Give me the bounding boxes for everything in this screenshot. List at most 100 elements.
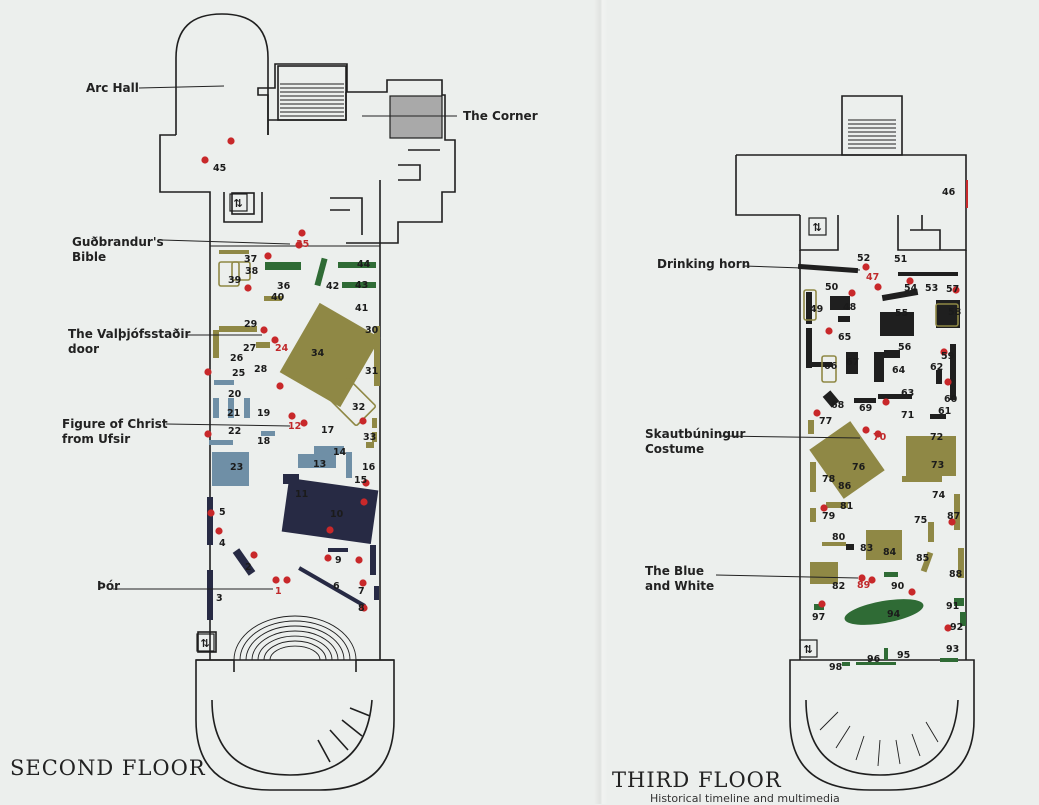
stairs-icon bbox=[848, 119, 896, 149]
exhibit-marker-icon bbox=[360, 604, 368, 612]
second_floor-exhibit-number: 2 bbox=[245, 562, 252, 573]
third_floor-exhibit-number: 50 bbox=[825, 282, 839, 293]
third_floor-exhibit-number: 65 bbox=[838, 332, 851, 343]
exhibit-case bbox=[880, 312, 914, 336]
third_floor-exhibit-number: 95 bbox=[897, 650, 910, 661]
exhibit-marker-icon bbox=[207, 509, 215, 517]
second_floor-exhibit-number: 19 bbox=[257, 408, 270, 419]
exhibit-case bbox=[298, 454, 336, 468]
exhibit-marker-icon bbox=[944, 378, 952, 386]
second_floor-exhibit-number: 5 bbox=[219, 507, 226, 518]
exhibit-marker-icon bbox=[862, 426, 870, 434]
second_floor-exhibit-number: 42 bbox=[326, 281, 339, 292]
third_floor-exhibit-number: 55 bbox=[895, 308, 908, 319]
exhibit-case bbox=[954, 494, 960, 530]
elevator-icon: ⇅ bbox=[812, 221, 821, 234]
second_floor-exhibit-number: 1 bbox=[275, 586, 282, 597]
exhibit-marker-icon bbox=[952, 286, 960, 294]
third_floor-exhibit-number: 60 bbox=[944, 394, 958, 405]
exhibit-case bbox=[960, 612, 966, 626]
exhibit-case bbox=[884, 350, 900, 358]
second_floor-exhibit-number: 22 bbox=[228, 426, 241, 437]
exhibit-case bbox=[808, 420, 814, 434]
exhibit-case bbox=[881, 288, 919, 302]
exhibit-case bbox=[830, 296, 850, 310]
exhibit-marker-icon bbox=[324, 554, 332, 562]
page-fold bbox=[594, 0, 608, 804]
second_floor-exhibit-number: 28 bbox=[254, 364, 268, 375]
exhibit-marker-icon bbox=[298, 229, 306, 237]
gudbrandurs-bible-label: Guðbrandur's bbox=[72, 235, 164, 249]
exhibit-case bbox=[298, 566, 366, 608]
third_floor-exhibit-number: 73 bbox=[931, 460, 944, 471]
second_floor-exhibit-number: 13 bbox=[313, 459, 326, 470]
exhibit-marker-icon bbox=[250, 551, 258, 559]
exhibit-case bbox=[279, 302, 381, 408]
third-floor-title: THIRD FLOOR bbox=[612, 768, 782, 792]
third_floor-exhibit-number: 66 bbox=[824, 361, 838, 372]
exhibit-case-outline bbox=[327, 377, 377, 427]
second_floor-exhibit-number: 11 bbox=[295, 489, 308, 500]
exhibit-case-outline bbox=[935, 303, 959, 327]
third_floor-exhibit-number: 56 bbox=[898, 342, 912, 353]
second_floor-exhibit-number: 23 bbox=[230, 462, 243, 473]
exhibit-marker-icon bbox=[276, 382, 284, 390]
third-floor-red-mark bbox=[966, 180, 968, 208]
exhibit-marker-icon bbox=[264, 252, 272, 260]
elevator-icon bbox=[229, 193, 248, 212]
exhibit-marker-icon bbox=[355, 556, 363, 564]
gudbrandurs-bible-label: Bible bbox=[72, 250, 106, 264]
third_floor-exhibit-number: 57 bbox=[946, 284, 959, 295]
exhibit-marker-icon bbox=[874, 283, 882, 291]
elevator-icon: ⇅ bbox=[233, 197, 242, 210]
gudbrandurs-bible-leader-line bbox=[161, 239, 291, 245]
second-floor-title: SECOND FLOOR bbox=[10, 756, 206, 780]
second_floor-exhibit-number: 7 bbox=[358, 586, 365, 597]
arc-hall-label: Arc Hall bbox=[86, 81, 139, 95]
second_floor-exhibit-number: 44 bbox=[357, 259, 371, 270]
second_floor-exhibit-number: 10 bbox=[330, 509, 344, 520]
exhibit-case bbox=[898, 272, 958, 276]
third_floor-exhibit-number: 87 bbox=[947, 511, 960, 522]
exhibit-case bbox=[228, 398, 234, 418]
exhibit-marker-icon bbox=[271, 336, 279, 344]
third_floor-exhibit-number: 82 bbox=[832, 581, 845, 592]
exhibit-case bbox=[940, 658, 958, 662]
exhibit-case bbox=[281, 477, 379, 545]
third_floor-exhibit-number: 52 bbox=[857, 253, 870, 264]
exhibit-marker-icon bbox=[359, 579, 367, 587]
exhibit-case bbox=[846, 352, 858, 374]
second_floor-exhibit-number: 3 bbox=[216, 593, 223, 604]
exhibit-case bbox=[838, 316, 850, 322]
exhibit-marker-icon bbox=[848, 289, 856, 297]
exhibit-marker-icon bbox=[204, 368, 212, 376]
second_floor-exhibit-number: 35 bbox=[296, 239, 309, 250]
third_floor-exhibit-number: 89 bbox=[857, 580, 870, 591]
exhibit-shapes-layer: ⇅⇅⇅⇅ bbox=[196, 193, 966, 666]
second_floor-exhibit-number: 33 bbox=[363, 432, 376, 443]
exhibit-case bbox=[374, 586, 379, 600]
exhibit-case bbox=[810, 462, 816, 492]
exhibit-case bbox=[338, 262, 376, 268]
exhibit-marker-icon bbox=[868, 576, 876, 584]
exhibit-case bbox=[213, 330, 219, 358]
third_floor-exhibit-number: 83 bbox=[860, 543, 873, 554]
third_floor-exhibit-number: 61 bbox=[938, 406, 951, 417]
exhibit-marker-icon bbox=[295, 241, 303, 249]
exhibit-case bbox=[209, 440, 233, 445]
third_floor-exhibit-number: 98 bbox=[829, 662, 843, 673]
exhibit-case bbox=[902, 476, 942, 482]
figure-of-christ-label: from Ufsir bbox=[62, 432, 130, 446]
third_floor-exhibit-number: 54 bbox=[904, 283, 918, 294]
third_floor-exhibit-number: 77 bbox=[819, 416, 832, 427]
arc-hall-leader-line bbox=[138, 85, 225, 89]
third_floor-exhibit-number: 92 bbox=[950, 622, 963, 633]
exhibit-case-94 bbox=[844, 599, 924, 625]
exhibit-case bbox=[207, 570, 213, 620]
exhibit-case bbox=[950, 344, 956, 400]
exhibit-case bbox=[906, 436, 956, 476]
third_floor-exhibit-number: 74 bbox=[932, 490, 946, 501]
third_floor-exhibit-number: 94 bbox=[887, 609, 901, 620]
